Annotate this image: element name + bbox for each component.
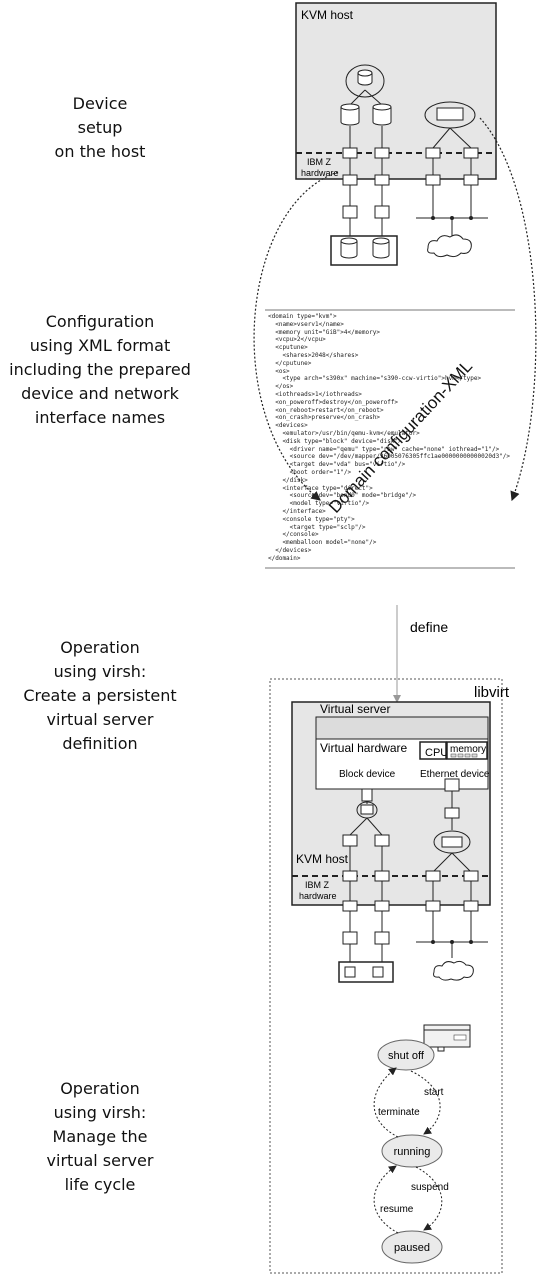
kvm-host-label: KVM host: [301, 8, 354, 22]
host-setup-diagram: KVM host IBM Z hardware: [295, 2, 497, 266]
state-label-shut-off: shut off: [388, 1050, 425, 1062]
virtual-server-label: Virtual server: [320, 702, 390, 716]
xml-line: <boot order="1"/>: [289, 468, 352, 476]
xml-line: </interface>: [282, 507, 326, 515]
label-lifecycle-operation: Operation using virsh: Manage the virtua…: [46, 1079, 154, 1194]
bond-interface-box: [436, 107, 464, 121]
xml-line: </disk>: [282, 476, 308, 484]
ethernet-device-label: Ethernet device: [420, 769, 490, 780]
libvirt-container: [269, 678, 503, 1274]
virtual-server-diagram: KVM host Virtual server Virtual hardware…: [291, 701, 491, 983]
network-cloud-icon: [427, 234, 472, 258]
label-configuration: Configuration using XML format including…: [9, 312, 191, 427]
state-paused: [381, 1230, 443, 1264]
transition-start: start: [424, 1087, 444, 1098]
xml-line: </domain>: [268, 554, 301, 562]
xml-line: <model type="virtio"/>: [289, 500, 370, 508]
xml-line: <vcpu>2</vcpu>: [275, 336, 326, 344]
xml-line: <memballoon model="none"/>: [282, 539, 377, 547]
network-cloud-icon-libvirt: [433, 960, 474, 981]
multipath-ellipse: [345, 64, 385, 98]
xml-line: <on_crash>preserve</on_crash>: [275, 414, 380, 422]
xml-line: </devices>: [275, 546, 312, 554]
state-label-paused: paused: [394, 1242, 430, 1254]
transition-terminate: terminate: [378, 1107, 420, 1118]
suspend-arrow: [415, 1166, 443, 1231]
start-arrow: [410, 1070, 441, 1135]
xml-line: <memory unit="GiB">4</memory>: [275, 328, 380, 336]
label-device-setup: Device setup on the host: [54, 94, 146, 161]
xml-line: </console>: [282, 531, 319, 539]
xml-line: <source dev="bond0" mode="bridge"/>: [289, 492, 417, 500]
label-define-operation: Operation using virsh: Create a persiste…: [23, 638, 177, 753]
block-device-label: Block device: [339, 769, 396, 780]
lifecycle-diagram: shut off running paused start terminate …: [373, 1024, 471, 1264]
transition-resume: resume: [380, 1204, 414, 1215]
xml-line: <console type="pty">: [282, 515, 355, 523]
xml-line: <source dev="/dev/mapper/36005076305ffc1…: [289, 453, 511, 461]
state-running: [381, 1134, 443, 1168]
domain-xml-listing: <domain type="kvm"> <name>vserv1</name> …: [268, 313, 518, 563]
memory-label: memory: [450, 744, 486, 755]
xml-line: </cputune>: [275, 359, 312, 367]
xml-line: <emulator>/usr/bin/qemu-kvm</emulator>: [282, 429, 420, 437]
xml-line: <cputune>: [275, 344, 308, 352]
disk-icon-a: [340, 103, 360, 126]
xml-line: <interface type="direct">: [282, 484, 373, 492]
xml-line: <os>: [275, 367, 290, 375]
cpu-box: [419, 741, 447, 760]
dotted-arrow-storage: [253, 171, 339, 501]
cpu-label: CPU: [425, 747, 448, 759]
state-label-running: running: [394, 1146, 431, 1158]
disk-icon-b: [372, 103, 392, 126]
terminate-arrow: [373, 1067, 399, 1138]
kvm-host-label-libvirt: KVM host: [296, 852, 349, 866]
libvirt-label: libvirt: [474, 684, 510, 701]
xml-line: <devices>: [275, 422, 308, 430]
xml-line: <on_poweroff>destroy</on_poweroff>: [275, 398, 399, 406]
virtual-hardware-label: Virtual hardware: [320, 741, 407, 755]
state-shut-off: [377, 1039, 435, 1071]
xml-line: <target type="sclp"/>: [289, 523, 366, 531]
xml-line: <disk type="block" device="disk">: [282, 437, 402, 445]
xml-line: <type arch="s390x" machine="s390-ccw-vir…: [282, 375, 482, 383]
xml-line: <domain type="kvm">: [268, 313, 337, 320]
xml-line: <name>vserv1</name>: [275, 320, 344, 328]
define-label: define: [410, 619, 448, 635]
hardware-label: IBM Z hardware: [301, 157, 339, 178]
xml-line: </os>: [275, 383, 294, 391]
transition-suspend: suspend: [411, 1182, 449, 1193]
xml-line: <on_reboot>restart</on_reboot>: [275, 406, 384, 414]
hardware-label-libvirt: IBM Z hardware: [299, 880, 337, 901]
xml-line: <shares>2048</shares>: [282, 351, 359, 359]
multipath-disk-icon: [357, 69, 373, 86]
xml-line: <iothreads>1</iothreads>: [275, 390, 362, 398]
resume-arrow: [373, 1165, 399, 1234]
kvm-host-box: [295, 2, 497, 180]
xml-line: <target dev="vda" bus="virtio"/>: [289, 461, 406, 469]
xml-line: <driver name="qemu" type="raw" cache="no…: [289, 445, 500, 453]
